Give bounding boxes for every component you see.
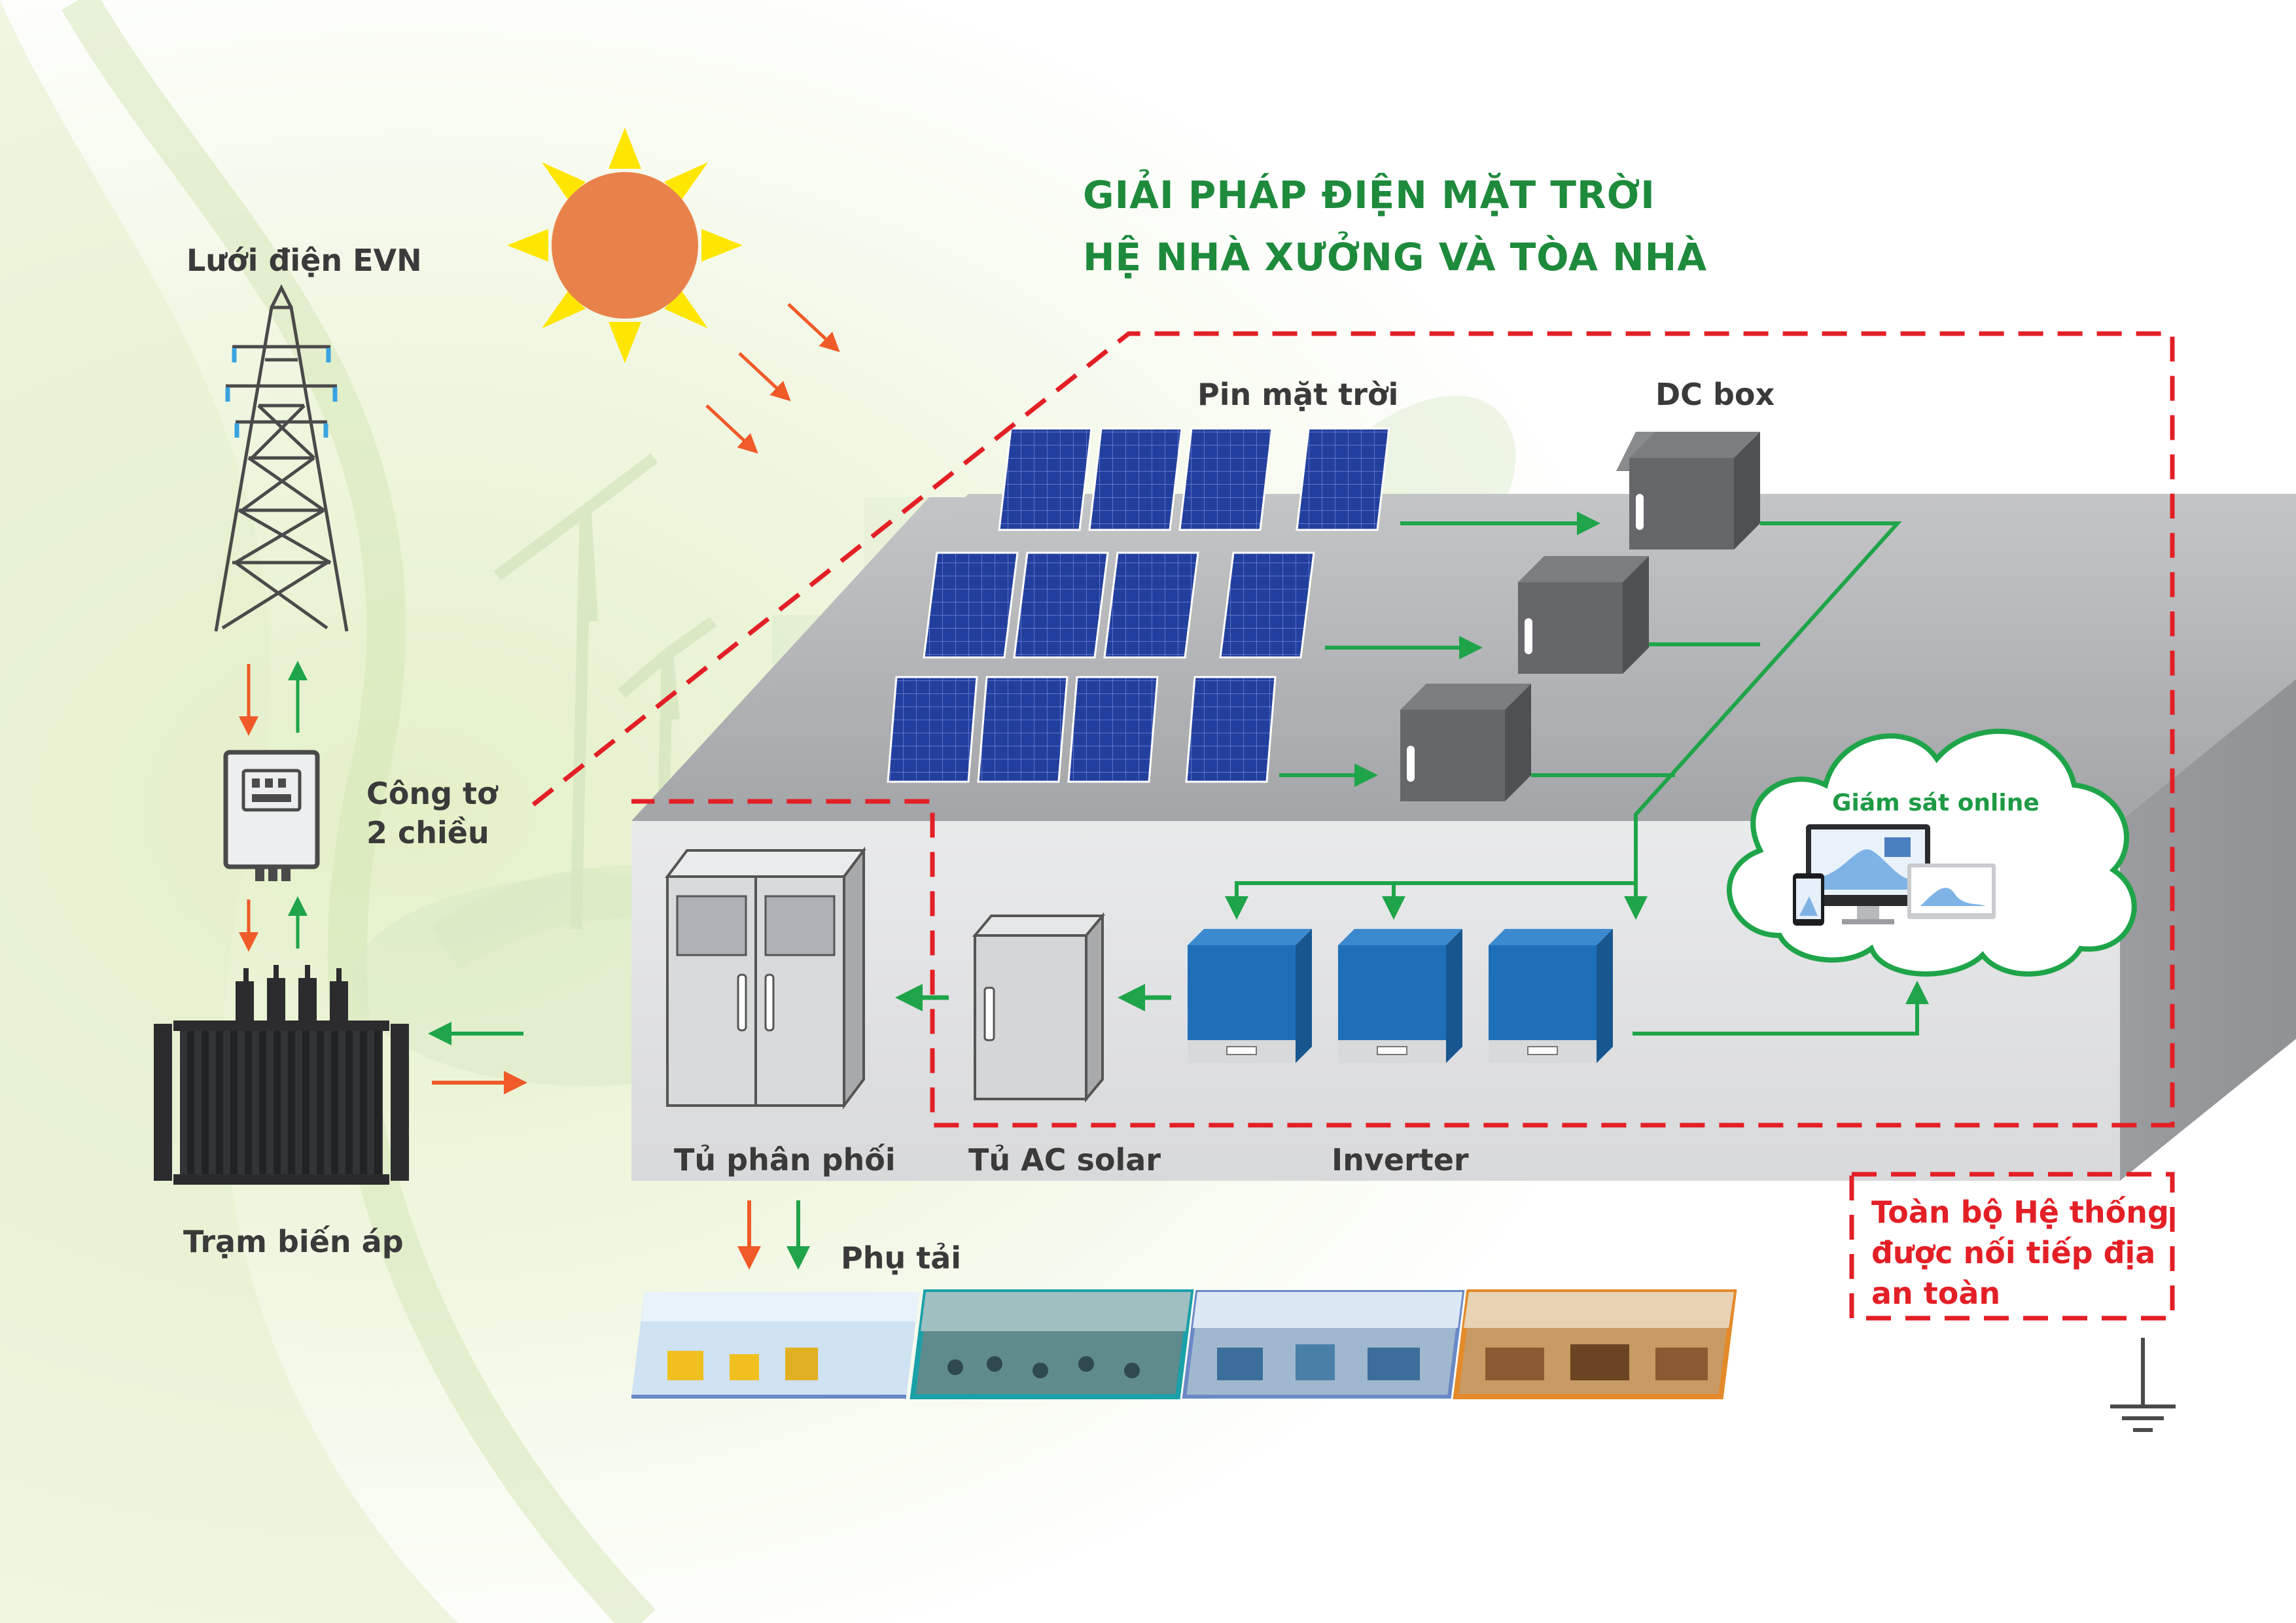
inverter-icon bbox=[1188, 929, 1613, 1063]
transformer-label: Trạm biến áp bbox=[183, 1224, 404, 1259]
grid-label: Lưới điện EVN bbox=[186, 243, 422, 278]
solar-panels-label: Pin mặt trời bbox=[1197, 377, 1399, 412]
solar-panel-icon bbox=[887, 427, 1390, 783]
ac-solar-cabinet-label: Tủ AC solar bbox=[968, 1142, 1161, 1178]
meter-label-line-1: Công tơ bbox=[366, 776, 498, 811]
transformer-icon bbox=[154, 965, 409, 1185]
warehouse-photo bbox=[631, 1292, 919, 1399]
workshop-photo bbox=[910, 1289, 1194, 1399]
meter-label-line-2: 2 chiều bbox=[366, 815, 489, 850]
ground-icon bbox=[2110, 1338, 2176, 1432]
load-label: Phụ tải bbox=[841, 1240, 962, 1276]
title-line-2: HỆ NHÀ XƯỞNG VÀ TÒA NHÀ bbox=[1083, 235, 1708, 279]
dc-box-icon bbox=[1400, 432, 1760, 801]
load-photos bbox=[631, 1289, 1737, 1399]
monitoring-label: Giám sát online bbox=[1832, 790, 2040, 816]
power-tower-icon bbox=[214, 284, 349, 632]
cabinet-icon bbox=[972, 912, 1106, 1103]
dc-box-label: DC box bbox=[1655, 377, 1775, 412]
title-line-1: GIẢI PHÁP ĐIỆN MẶT TRỜI bbox=[1083, 173, 1655, 217]
grounding-note-line-1: Toàn bộ Hệ thống bbox=[1871, 1195, 2169, 1230]
sun-icon bbox=[507, 128, 743, 363]
factory-photo bbox=[1182, 1290, 1465, 1399]
cloud-icon bbox=[1726, 728, 2137, 977]
meter-icon bbox=[223, 750, 320, 881]
inverter-label: Inverter bbox=[1332, 1142, 1469, 1178]
grounding-note-line-3: an toàn bbox=[1871, 1276, 2001, 1311]
distribution-cabinet-icon bbox=[665, 846, 866, 1109]
distribution-cabinet-label: Tủ phân phối bbox=[674, 1142, 896, 1178]
grounding-note-line-2: được nối tiếp địa bbox=[1871, 1235, 2156, 1270]
office-photo bbox=[1453, 1289, 1737, 1399]
